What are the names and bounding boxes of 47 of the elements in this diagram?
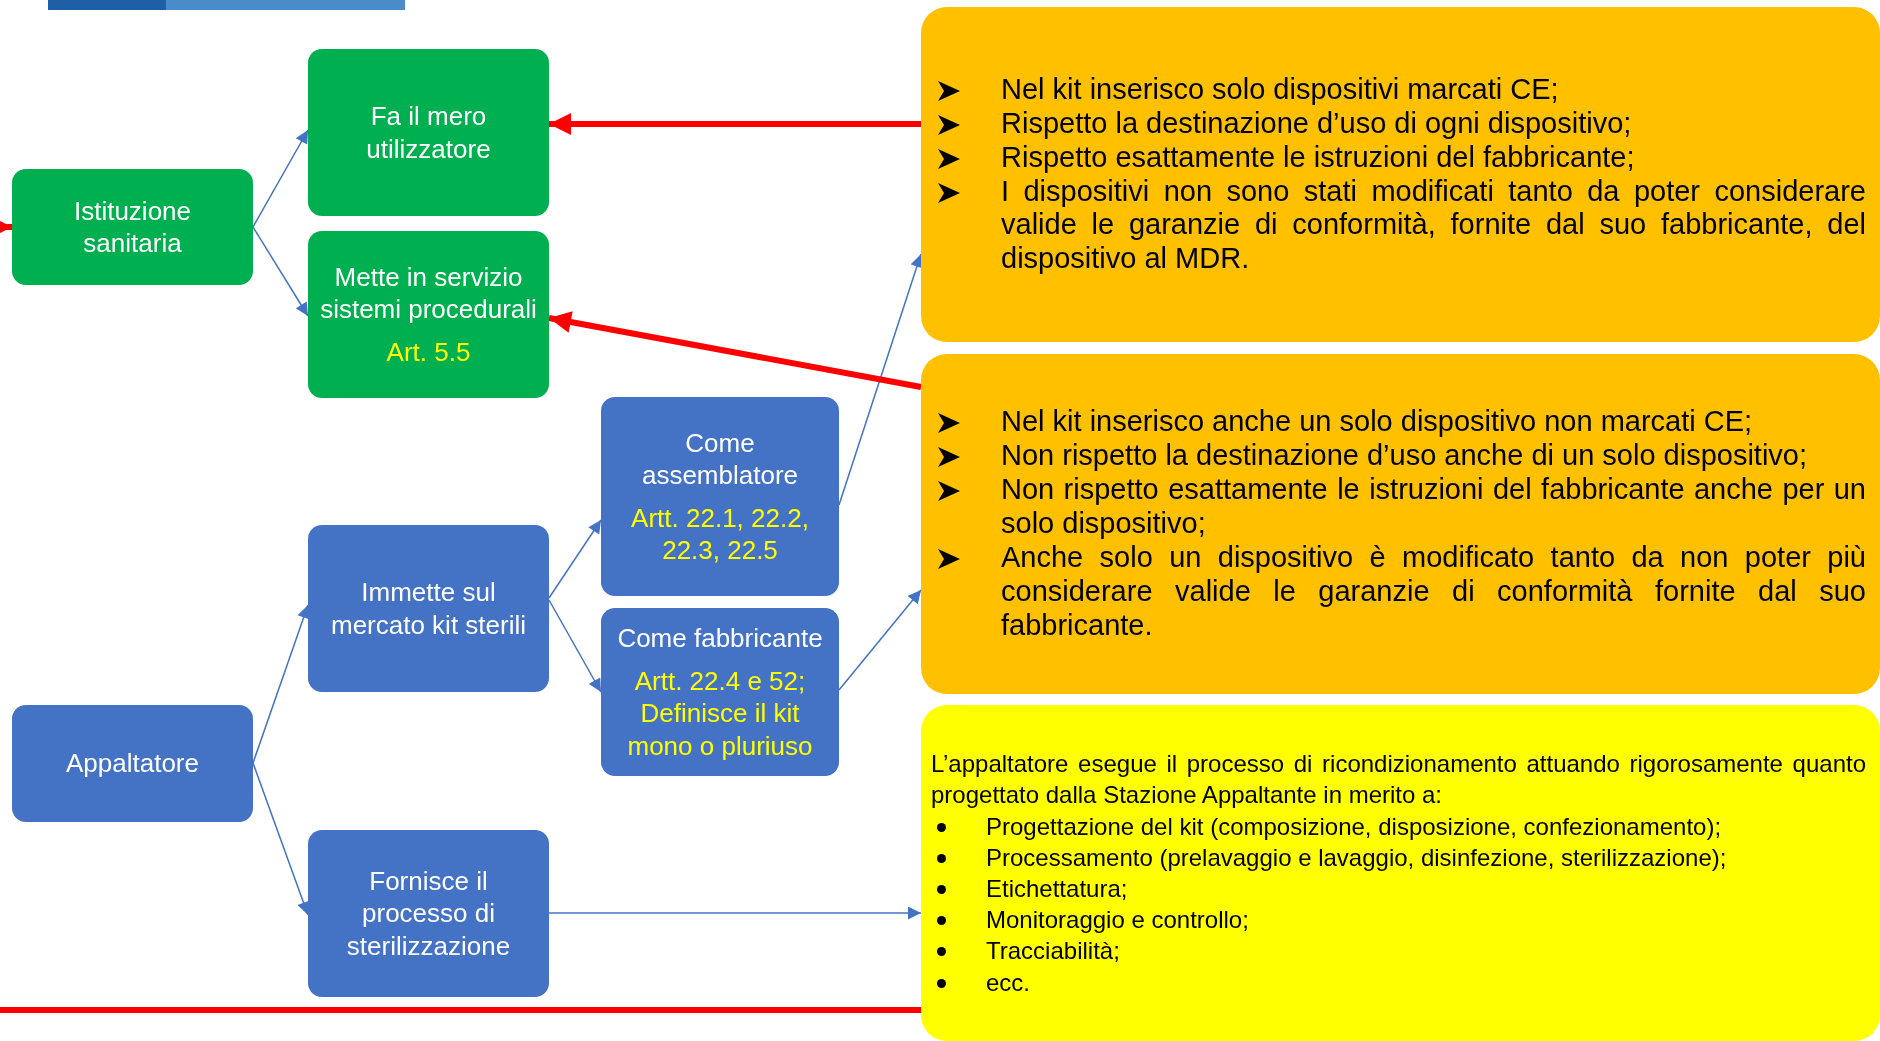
article-reference: Artt. 22.1, 22.2, 22.3, 22.5 (630, 501, 810, 567)
arrow (548, 906, 922, 920)
arrow (252, 129, 309, 228)
box-label: Fa il mero utilizzatore (365, 100, 492, 165)
bullet-text: Rispetto la destinazione d’uso di ogni dispositivo; (1001, 106, 1633, 141)
arrow (548, 519, 602, 599)
process-box (601, 608, 839, 776)
bullet-text: Anche solo un dispositivo è modificato tanto da non poter più considerare valide le garanzie di conformità fornite dal suo fabbricante. (1001, 540, 1866, 643)
article-reference: Artt. 22.4 e 52; Definisce il kit mono o pluriuso (626, 664, 814, 762)
box-label: Come assemblatore (640, 426, 800, 492)
paragraph-text: L’appaltatore esegue il processo di ricondizionamento attuando rigorosamente quanto progettato dalla Stazione Appaltante in merito a: (931, 749, 1866, 811)
process-box (308, 525, 549, 692)
bullet-text: ecc. (986, 967, 1031, 998)
process-box (601, 397, 839, 596)
bullet-text: Nel kit inserisco anche un solo dispositivo non marcati CE; (1001, 405, 1754, 440)
note-box (921, 354, 1880, 694)
process-box (12, 705, 253, 822)
process-box (308, 830, 549, 997)
box-label: Come fabbricante (617, 622, 823, 655)
process-box (12, 169, 253, 285)
bullet-text: Monitoraggio e controllo; (986, 905, 1250, 936)
bullet-text: Tracciabilità; (986, 936, 1121, 967)
bullet-text: Nel kit inserisco solo dispositivi marcati CE; (1001, 72, 1560, 107)
bullet-text: Processamento (prelavaggio e lavaggio, disinfezione, sterilizzazione); (986, 842, 1728, 873)
article-reference: Art. 5.5 (386, 335, 471, 369)
arrow (252, 604, 310, 764)
bullet-text: Non rispetto esattamente le istruzioni del fabbricante anche per un solo dispositivo; (1001, 473, 1866, 541)
note-box (921, 7, 1880, 342)
box-label: Fornisce il processo di sterilizzazione (345, 864, 512, 963)
bullet-text: Rispetto esattamente le istruzioni del fabbricante; (1001, 140, 1636, 175)
box-label: Appaltatore (66, 747, 199, 780)
box-label: Mette in servizio sistemi procedurali (319, 260, 538, 326)
process-box (308, 49, 549, 216)
arrow (252, 762, 310, 916)
arrow (252, 226, 309, 317)
bullet-text: Etichettatura; (986, 874, 1129, 904)
bullet-text: I dispositivi non sono stati modificati tanto da poter considerare valide le garanzie di conformità, fornite dal suo fabbricante, del dispositivo al MDR. (1001, 174, 1866, 277)
bullet-text: Progettazione del kit (composizione, disposizione, confezionamento); (986, 811, 1723, 842)
box-label: Istituzione sanitaria (72, 194, 193, 260)
note-box (921, 705, 1880, 1041)
process-box (308, 231, 549, 398)
arrow (838, 589, 922, 691)
thick-arrow (549, 113, 921, 135)
bullet-text: Non rispetto la destinazione d’uso anche di un solo dispositivo; (1001, 439, 1809, 474)
thick-arrow (548, 311, 922, 390)
box-label: Immette sul mercato kit sterili (329, 576, 527, 641)
arrow (548, 599, 602, 693)
